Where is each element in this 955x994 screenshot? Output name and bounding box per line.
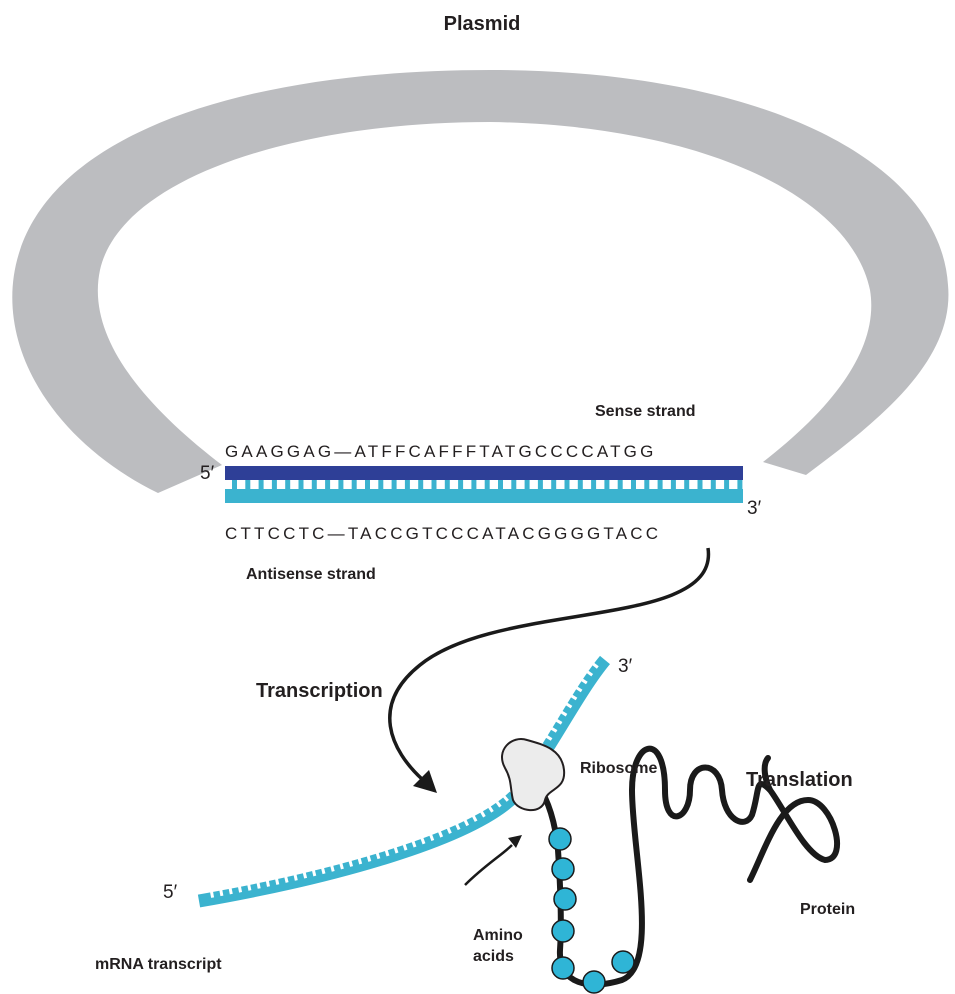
amino-acids-label-line2: acids: [473, 948, 514, 965]
mrna-nucleotide-notch: [230, 888, 231, 894]
mrna-nucleotide-notch: [258, 883, 259, 889]
mrna-nucleotide-notch: [359, 858, 361, 864]
base-pair-rung: [698, 480, 703, 490]
mrna-nucleotide-notch: [277, 879, 278, 885]
base-pair-rung: [338, 480, 343, 490]
base-pair-rung: [724, 480, 729, 490]
sense-strand-bar: [225, 466, 743, 480]
base-pair-rung: [631, 480, 636, 490]
amino-acid-bead: [552, 920, 574, 942]
mrna-nucleotide-notch: [386, 850, 388, 856]
mrna-nucleotide-notch: [431, 835, 433, 841]
antisense-sequence: CTTCCTC—TACCGTCCCATACGGGGTACC: [225, 524, 661, 543]
amino-acids-arrow: [465, 845, 512, 885]
mrna-nucleotide-notch: [413, 841, 415, 847]
base-pair-rung: [684, 480, 689, 490]
mrna-nucleotide-notch: [295, 875, 296, 881]
mrna-nucleotide-notch: [341, 863, 343, 869]
base-pair-rung: [312, 480, 317, 490]
mrna-nucleotide-notch: [286, 877, 287, 883]
base-pair-rung: [245, 480, 250, 490]
base-pair-rung: [405, 480, 410, 490]
transcription-label: Transcription: [256, 680, 383, 702]
amino-acid-bead: [549, 828, 571, 850]
base-pair-rung: [737, 480, 742, 490]
mrna-nucleotide-notch: [212, 892, 213, 898]
sense-strand-label: Sense strand: [595, 403, 695, 420]
base-pair-rung: [471, 480, 476, 490]
base-pair-rung: [432, 480, 437, 490]
mrna-nucleotide-notch: [221, 890, 222, 896]
base-pair-rung: [618, 480, 623, 490]
base-pair-rung: [671, 480, 676, 490]
base-pair-rung: [378, 480, 383, 490]
base-pair-rung: [392, 480, 397, 490]
base-pair-rung: [232, 480, 237, 490]
base-pair-rung: [525, 480, 530, 490]
base-pair-rung: [591, 480, 596, 490]
mrna-nucleotide-notch: [404, 844, 406, 850]
mrna-nucleotide-notch: [368, 856, 370, 862]
base-pair-rung: [604, 480, 609, 490]
base-pair-rung: [458, 480, 463, 490]
base-pair-rung: [365, 480, 370, 490]
dna-five-prime-label: 5′: [200, 463, 215, 484]
base-pair-rung: [445, 480, 450, 490]
amino-acid-bead: [612, 951, 634, 973]
base-pair-rung: [272, 480, 277, 490]
mrna-three-prime-label: 3′: [618, 656, 633, 677]
base-pair-rung: [565, 480, 570, 490]
mrna-nucleotide-notch: [267, 881, 268, 887]
base-pair-rung: [259, 480, 264, 490]
amino-acid-bead: [583, 971, 605, 993]
mrna-nucleotide-notch: [350, 861, 352, 867]
base-pair-rung: [538, 480, 543, 490]
base-pair-rungs: [232, 480, 742, 490]
base-pair-rung: [511, 480, 516, 490]
base-pair-rung: [551, 480, 556, 490]
ribosome-label: Ribosome: [580, 760, 657, 777]
base-pair-rung: [352, 480, 357, 490]
base-pair-rung: [578, 480, 583, 490]
mrna-nucleotide-notch: [439, 831, 441, 837]
translation-label: Translation: [746, 769, 853, 791]
amino-acid-bead: [552, 858, 574, 880]
base-pair-rung: [644, 480, 649, 490]
mrna-five-prime-label: 5′: [163, 882, 178, 903]
base-pair-rung: [418, 480, 423, 490]
amino-acid-bead: [554, 888, 576, 910]
base-pair-rung: [325, 480, 330, 490]
base-pair-rung: [299, 480, 304, 490]
base-pair-rung: [711, 480, 716, 490]
plasmid-label: Plasmid: [444, 13, 521, 35]
sense-sequence: GAAGGAG—ATFFCAFFFTATGCCCCATGG: [225, 442, 657, 461]
mrna-nucleotide-notch: [249, 885, 250, 891]
base-pair-rung: [485, 480, 490, 490]
base-pair-rung: [658, 480, 663, 490]
mrna-nucleotide-notch: [239, 886, 240, 892]
base-pair-rung: [498, 480, 503, 490]
dna-three-prime-label: 3′: [747, 498, 762, 519]
mrna-nucleotide-notch: [304, 872, 305, 878]
plasmid-ring: [12, 70, 948, 493]
mrna-nucleotide-notch: [395, 847, 397, 853]
mrna-nucleotide-notch: [313, 870, 314, 876]
mrna-nucleotide-notch: [422, 838, 424, 844]
mrna-nucleotide-notch: [332, 866, 334, 872]
antisense-strand-bar: [225, 489, 743, 503]
amino-acids-label-line1: Amino: [473, 927, 523, 944]
base-pair-rung: [285, 480, 290, 490]
antisense-strand-label: Antisense strand: [246, 566, 376, 583]
mrna-transcript-label: mRNA transcript: [95, 956, 222, 973]
mrna-nucleotide-notch: [323, 868, 325, 874]
amino-acid-bead: [552, 957, 574, 979]
protein-label: Protein: [800, 901, 855, 918]
mrna-nucleotide-notch: [377, 853, 379, 859]
